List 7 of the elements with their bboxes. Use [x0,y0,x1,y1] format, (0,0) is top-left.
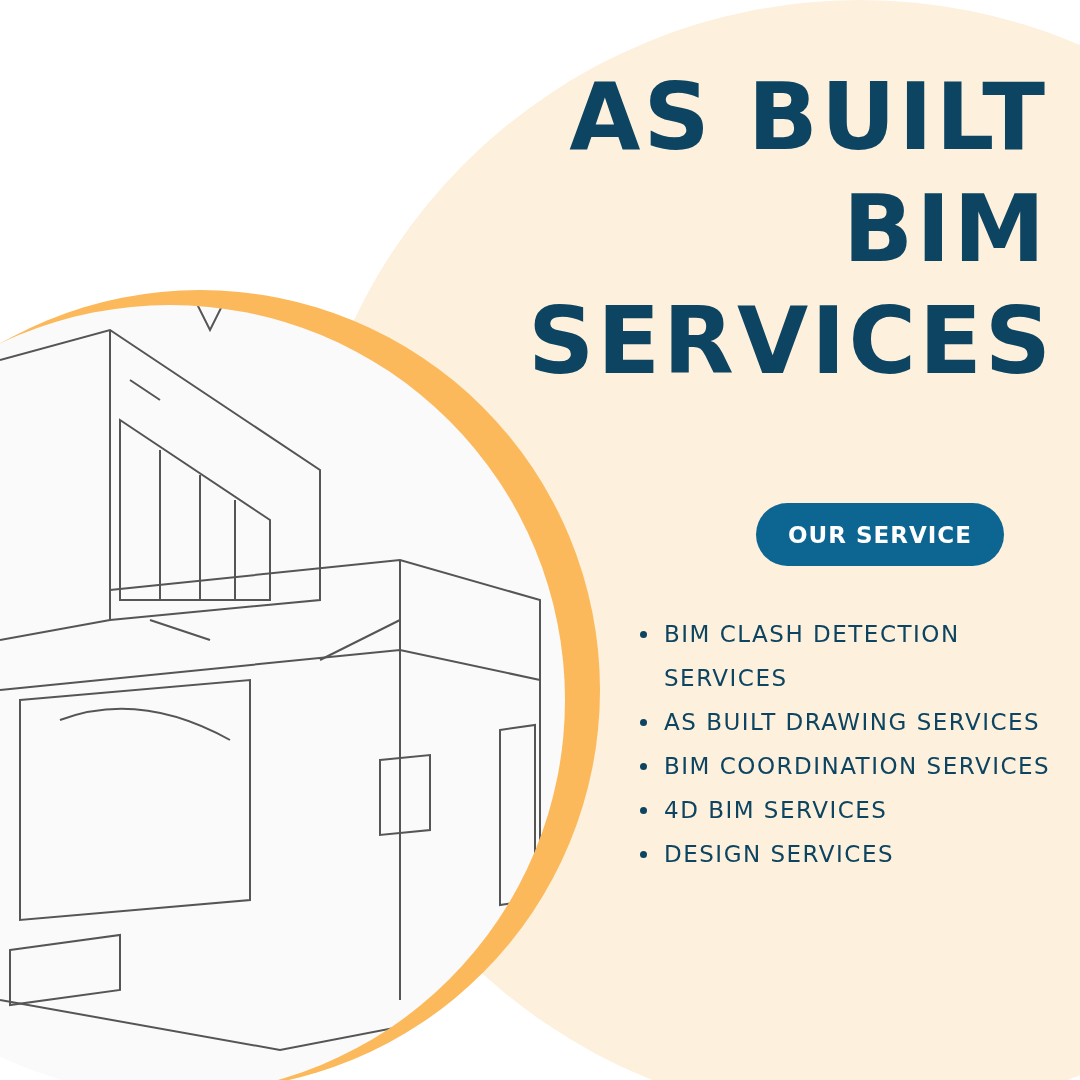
service-item: BIM COORDINATION SERVICES [664,753,1051,779]
section-pill: OUR SERVICE [756,503,1004,566]
service-item: 4D BIM SERVICES [664,797,888,823]
service-item: BIM CLASH DETECTION SERVICES [664,621,960,691]
service-item: DESIGN SERVICES [664,841,895,867]
service-item: AS BUILT DRAWING SERVICES [664,709,1041,735]
page-title: AS BUILT BIM SERVICES [528,63,1048,397]
